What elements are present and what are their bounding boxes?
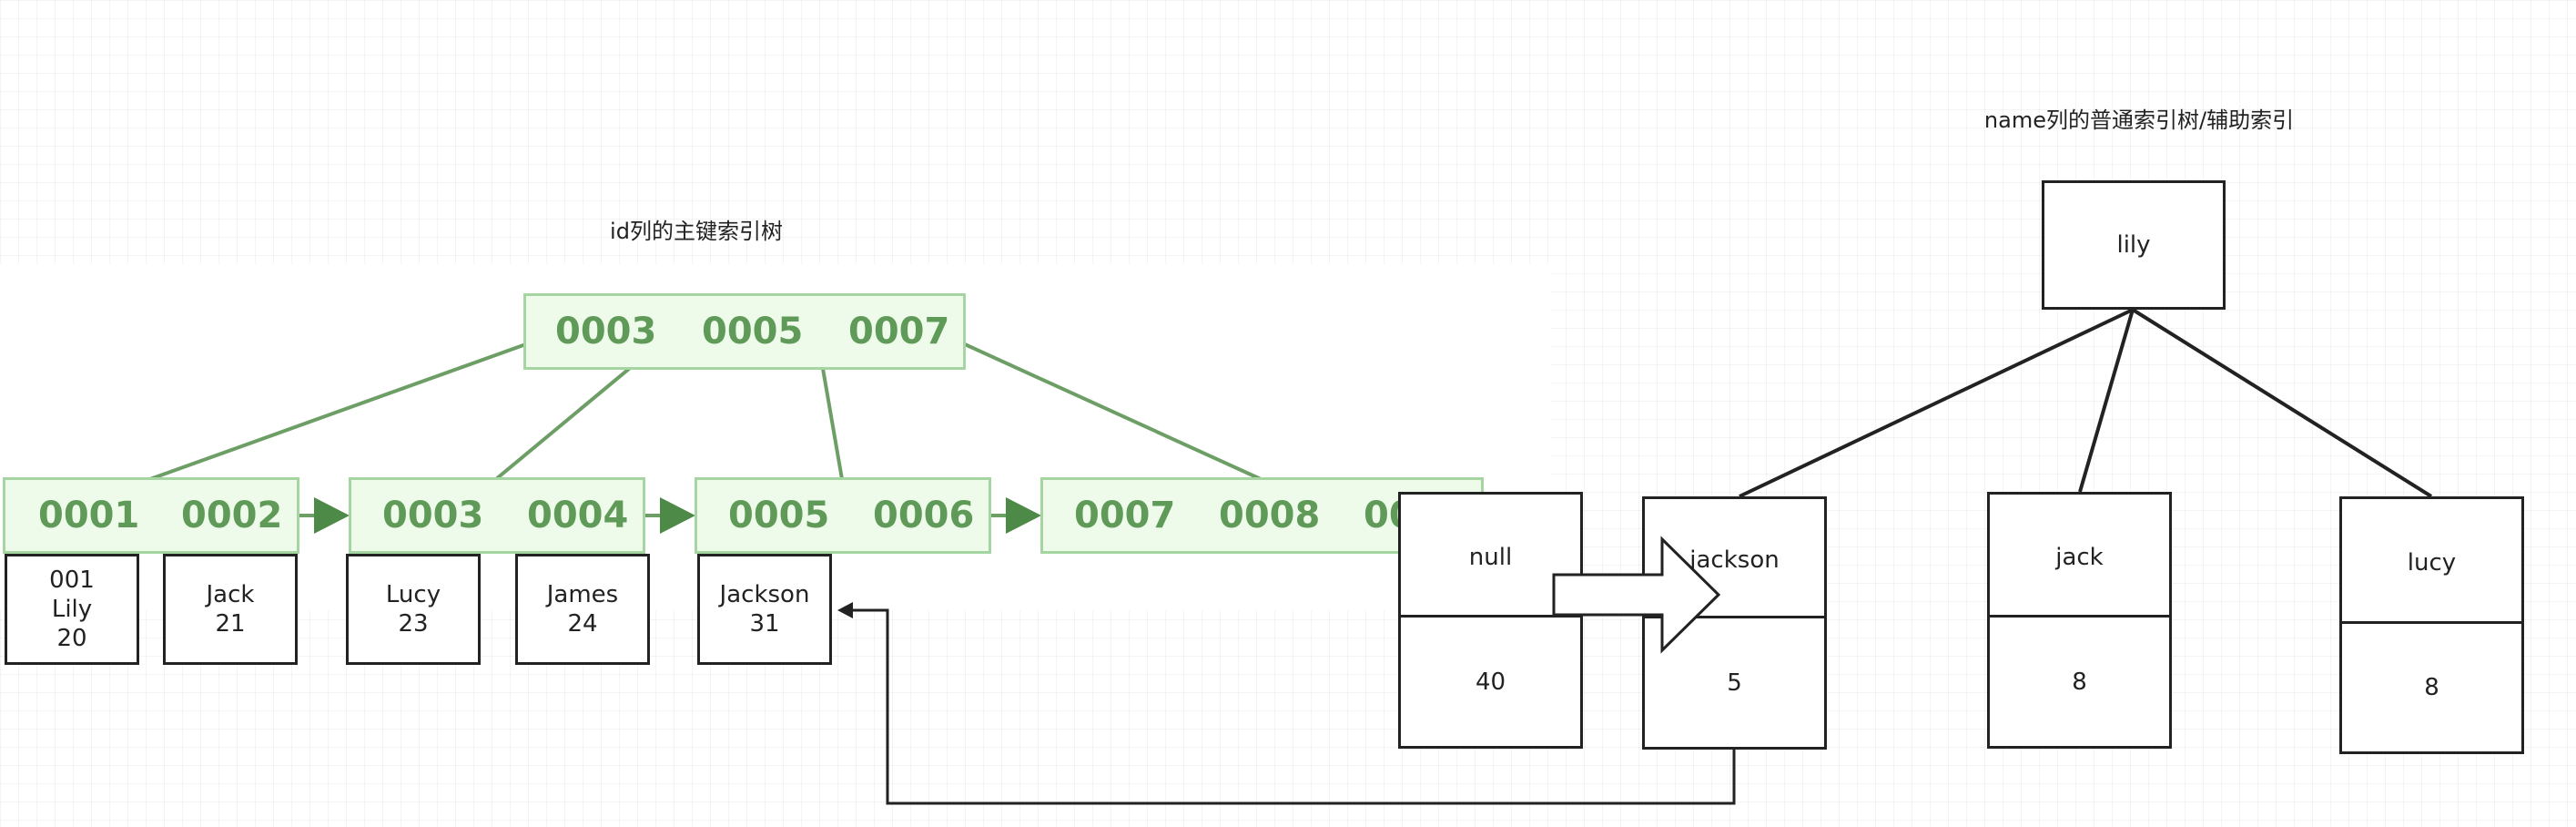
- leaf-key: 0004: [527, 495, 629, 536]
- secondary-root-node: lily: [2042, 180, 2226, 310]
- root-key: 0007: [848, 311, 950, 352]
- leaf-key: 0001: [38, 495, 140, 536]
- leaf-key: 0006: [873, 495, 975, 536]
- leaf-key: 0002: [181, 495, 283, 536]
- primary-index-title: id列的主键索引树: [610, 219, 783, 244]
- entry-name: null: [1468, 544, 1513, 571]
- secondary-edge: [2078, 309, 2135, 493]
- primary-leaf-node: 0005 0006: [695, 477, 991, 554]
- tree-edge: [149, 335, 547, 481]
- root-key: 0005: [702, 311, 804, 352]
- secondary-entry: lucy 8: [2339, 496, 2524, 754]
- secondary-entry: jack 8: [1987, 492, 2172, 749]
- row-record: James 24: [515, 554, 650, 665]
- lookup-back-arrow: [852, 608, 1736, 805]
- row-record: Lucy 23: [346, 554, 481, 665]
- leaf-link-arrowhead: [314, 497, 350, 534]
- entry-name: jack: [2055, 544, 2104, 571]
- leaf-key: 0005: [728, 495, 830, 536]
- leaf-key: 0008: [1219, 495, 1321, 536]
- entry-name: lucy: [2407, 549, 2457, 577]
- leaf-key: 0003: [382, 495, 484, 536]
- entry-name: jackson: [1689, 546, 1780, 574]
- leaf-link-arrowhead: [660, 497, 695, 534]
- secondary-edge: [1739, 308, 2134, 498]
- primary-leaf-node: 0001 0002: [3, 477, 299, 554]
- secondary-entry: jackson 5: [1642, 496, 1827, 750]
- leaf-link-arrowhead: [1006, 497, 1041, 534]
- entry-id: 8: [2342, 621, 2521, 751]
- tree-edge: [944, 333, 1262, 481]
- secondary-edge: [2131, 308, 2433, 498]
- primary-leaf-node: 0003 0004: [349, 477, 645, 554]
- secondary-index-title: name列的普通索引树/辅助索引: [1983, 107, 2295, 133]
- primary-root-node: 0003 0005 0007: [523, 293, 966, 370]
- entry-id: 8: [1990, 615, 2169, 746]
- root-key: 0003: [555, 311, 657, 352]
- lookup-back-arrowhead: [837, 602, 853, 618]
- row-record: Jack 21: [163, 554, 298, 665]
- row-record: 001 Lily 20: [5, 554, 139, 665]
- entry-id: 5: [1645, 616, 1824, 747]
- entry-id: 40: [1401, 615, 1580, 746]
- secondary-entry: null 40: [1398, 492, 1583, 749]
- leaf-key: 0007: [1074, 495, 1176, 536]
- row-record: Jackson 31: [697, 554, 832, 665]
